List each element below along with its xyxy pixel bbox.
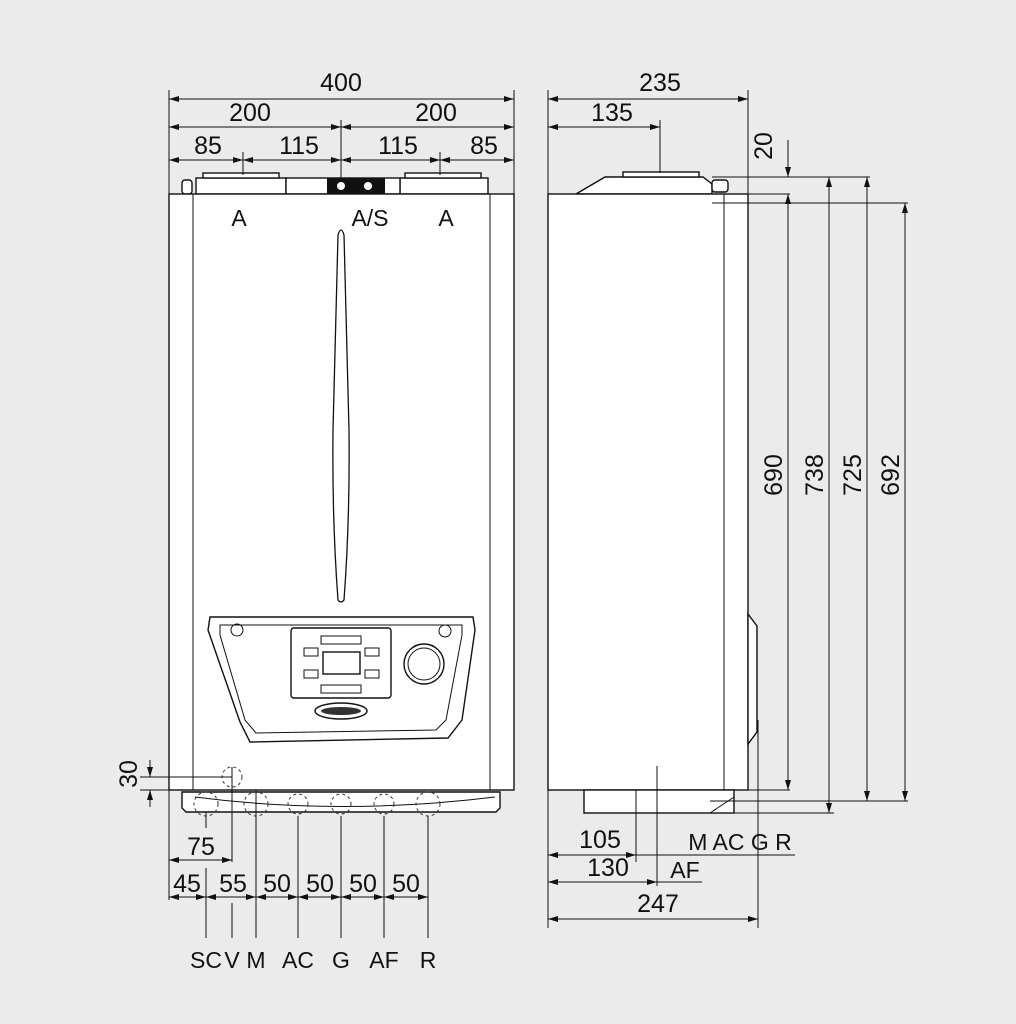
dim-depth: 235 <box>639 69 681 97</box>
dim-edge-right: 85 <box>470 132 498 160</box>
dim-ac-spacing: 50 <box>306 870 334 898</box>
control-panel <box>207 616 476 743</box>
screw-right <box>438 624 452 638</box>
dim-af-spacing: 50 <box>392 870 420 898</box>
left-button-1[interactable] <box>303 647 319 657</box>
control-knob[interactable] <box>403 643 445 685</box>
top-buttons[interactable] <box>320 635 362 645</box>
boiler-casing-side <box>547 193 749 791</box>
label-air-smoke: A/S <box>351 205 388 231</box>
side-view: 235 135 20 690 738 725 692 105 M AC G R … <box>547 69 908 928</box>
dim-inner-left: 115 <box>279 132 319 160</box>
dim-edge-left: 85 <box>194 132 222 160</box>
dim-m-ac-g-r-depth: 105 <box>579 826 621 854</box>
dim-total-depth: 247 <box>637 890 679 918</box>
bottom-buttons[interactable] <box>320 684 362 694</box>
dim-bottom-offset: 30 <box>115 760 143 788</box>
dim-af-depth: 130 <box>587 854 629 882</box>
label-r: R <box>420 947 437 973</box>
right-button-2[interactable] <box>364 669 380 679</box>
label-m-ac-g-r: M AC G R <box>688 829 792 855</box>
dim-height-692: 692 <box>877 454 905 496</box>
label-sc: SC <box>190 947 222 973</box>
right-button-1[interactable] <box>364 647 380 657</box>
label-m: M <box>246 947 265 973</box>
dim-flue-offset: 135 <box>591 99 633 127</box>
connector-block <box>327 178 385 194</box>
front-view: 400 200 200 85 115 115 85 A A/S A 30 75 <box>115 69 515 973</box>
label-g: G <box>332 947 350 973</box>
dim-height-690: 690 <box>760 454 788 496</box>
dim-v-offset: 75 <box>187 833 215 861</box>
dim-v-spacing: 55 <box>219 870 247 898</box>
label-air-inlet-right: A <box>438 205 454 231</box>
side-control-panel <box>747 611 758 747</box>
left-button-2[interactable] <box>303 669 319 679</box>
dim-top-offset: 20 <box>750 132 778 160</box>
dim-g-spacing: 50 <box>349 870 377 898</box>
dim-height-738: 738 <box>801 454 829 496</box>
dim-m-spacing: 50 <box>263 870 291 898</box>
side-top-flue <box>573 176 713 195</box>
bottom-connections-tray <box>181 791 501 813</box>
dim-half-left: 200 <box>229 99 271 127</box>
label-af-side: AF <box>670 857 699 883</box>
dim-sc-offset: 45 <box>173 870 201 898</box>
label-v: V <box>224 947 240 973</box>
front-center-slot <box>332 229 350 603</box>
dim-overall-width: 400 <box>320 69 362 97</box>
dim-height-725: 725 <box>839 454 867 496</box>
label-ac: AC <box>282 947 314 973</box>
screw-left <box>230 623 244 637</box>
dim-half-right: 200 <box>415 99 457 127</box>
top-fittings <box>181 172 489 195</box>
label-air-inlet-left: A <box>231 205 247 231</box>
dim-inner-right: 115 <box>378 132 418 160</box>
label-af: AF <box>369 947 398 973</box>
display-screen <box>322 651 361 675</box>
